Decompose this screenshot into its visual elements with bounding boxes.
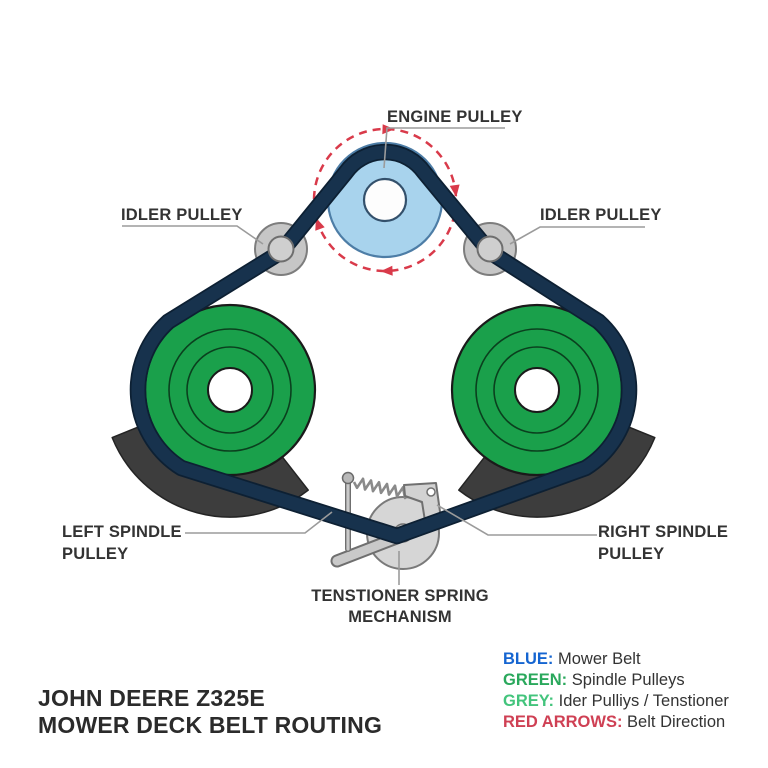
- left-spindle-hub: [207, 367, 253, 413]
- legend-item-direction: RED ARROWS: Belt Direction: [503, 713, 725, 731]
- left-spindle-ring-inner: [186, 346, 274, 434]
- left-idler-leader-line: [122, 225, 264, 245]
- right-spindle-pulley: [450, 303, 624, 477]
- left-idler-label: IDLER PULLEY: [121, 206, 243, 224]
- legend-term-grey: GREY:: [503, 692, 554, 710]
- legend-term-blue: BLUE:: [503, 650, 553, 668]
- diagram-title-line1: JOHN DEERE Z325E: [38, 685, 265, 711]
- tensioner-label-line1: TENSTIONER SPRING: [311, 587, 489, 605]
- left-spindle-label-line1: LEFT SPINDLE: [62, 523, 182, 541]
- belt-direction-arrow-left-icon: [315, 217, 325, 231]
- right-idler-leader-line: [509, 226, 645, 245]
- tensioner-spring-coil: [352, 477, 411, 500]
- right-spindle-leader-line: [436, 504, 597, 536]
- right-spindle-hub: [514, 367, 560, 413]
- right-spindle-label-line2: PULLEY: [598, 545, 664, 563]
- legend-item-idler: GREY: Ider Pulliys / Tenstioner: [503, 692, 729, 710]
- belt-direction-arrow-bottom-icon: [380, 265, 393, 276]
- legend-desc-belt: Mower Belt: [553, 650, 641, 668]
- right-spindle-ring-outer: [475, 328, 599, 452]
- mower-belt: [131, 145, 636, 543]
- engine-pulley-leader-line: [383, 127, 505, 169]
- legend-item-spindle: GREEN: Spindle Pulleys: [503, 671, 685, 689]
- diagram-title-line2: MOWER DECK BELT ROUTING: [38, 712, 382, 738]
- left-spindle-label-line2: PULLEY: [62, 545, 128, 563]
- right-idler-hub: [476, 235, 504, 263]
- left-spindle-ring-outer: [168, 328, 292, 452]
- tensioner-label-line2: MECHANISM: [348, 608, 452, 626]
- legend-item-belt: BLUE: Mower Belt: [503, 650, 641, 668]
- legend: BLUE: Mower Belt GREEN: Spindle Pulleys …: [503, 650, 729, 731]
- left-spindle-pulley: [143, 303, 317, 477]
- engine-pulley-label: ENGINE PULLEY: [387, 108, 523, 126]
- spring-anchor-pin: [341, 471, 355, 485]
- right-spindle-label-line1: RIGHT SPINDLE: [598, 523, 728, 541]
- left-spindle-leader-line: [185, 511, 333, 534]
- legend-desc-idler: Ider Pulliys / Tenstioner: [554, 692, 729, 710]
- right-idler-label: IDLER PULLEY: [540, 206, 662, 224]
- legend-desc-direction: Belt Direction: [622, 713, 725, 731]
- bracket-bolt-hole: [426, 487, 436, 497]
- legend-desc-spindle: Spindle Pulleys: [567, 671, 684, 689]
- engine-pulley-hub: [362, 177, 408, 223]
- legend-term-red-arrows: RED ARROWS:: [503, 713, 622, 731]
- right-spindle-ring-inner: [493, 346, 581, 434]
- belt-direction-arrow-right-icon: [449, 184, 460, 197]
- belt-direction-arrow-top-icon: [382, 124, 395, 135]
- legend-term-green: GREEN:: [503, 671, 567, 689]
- left-idler-hub: [267, 235, 295, 263]
